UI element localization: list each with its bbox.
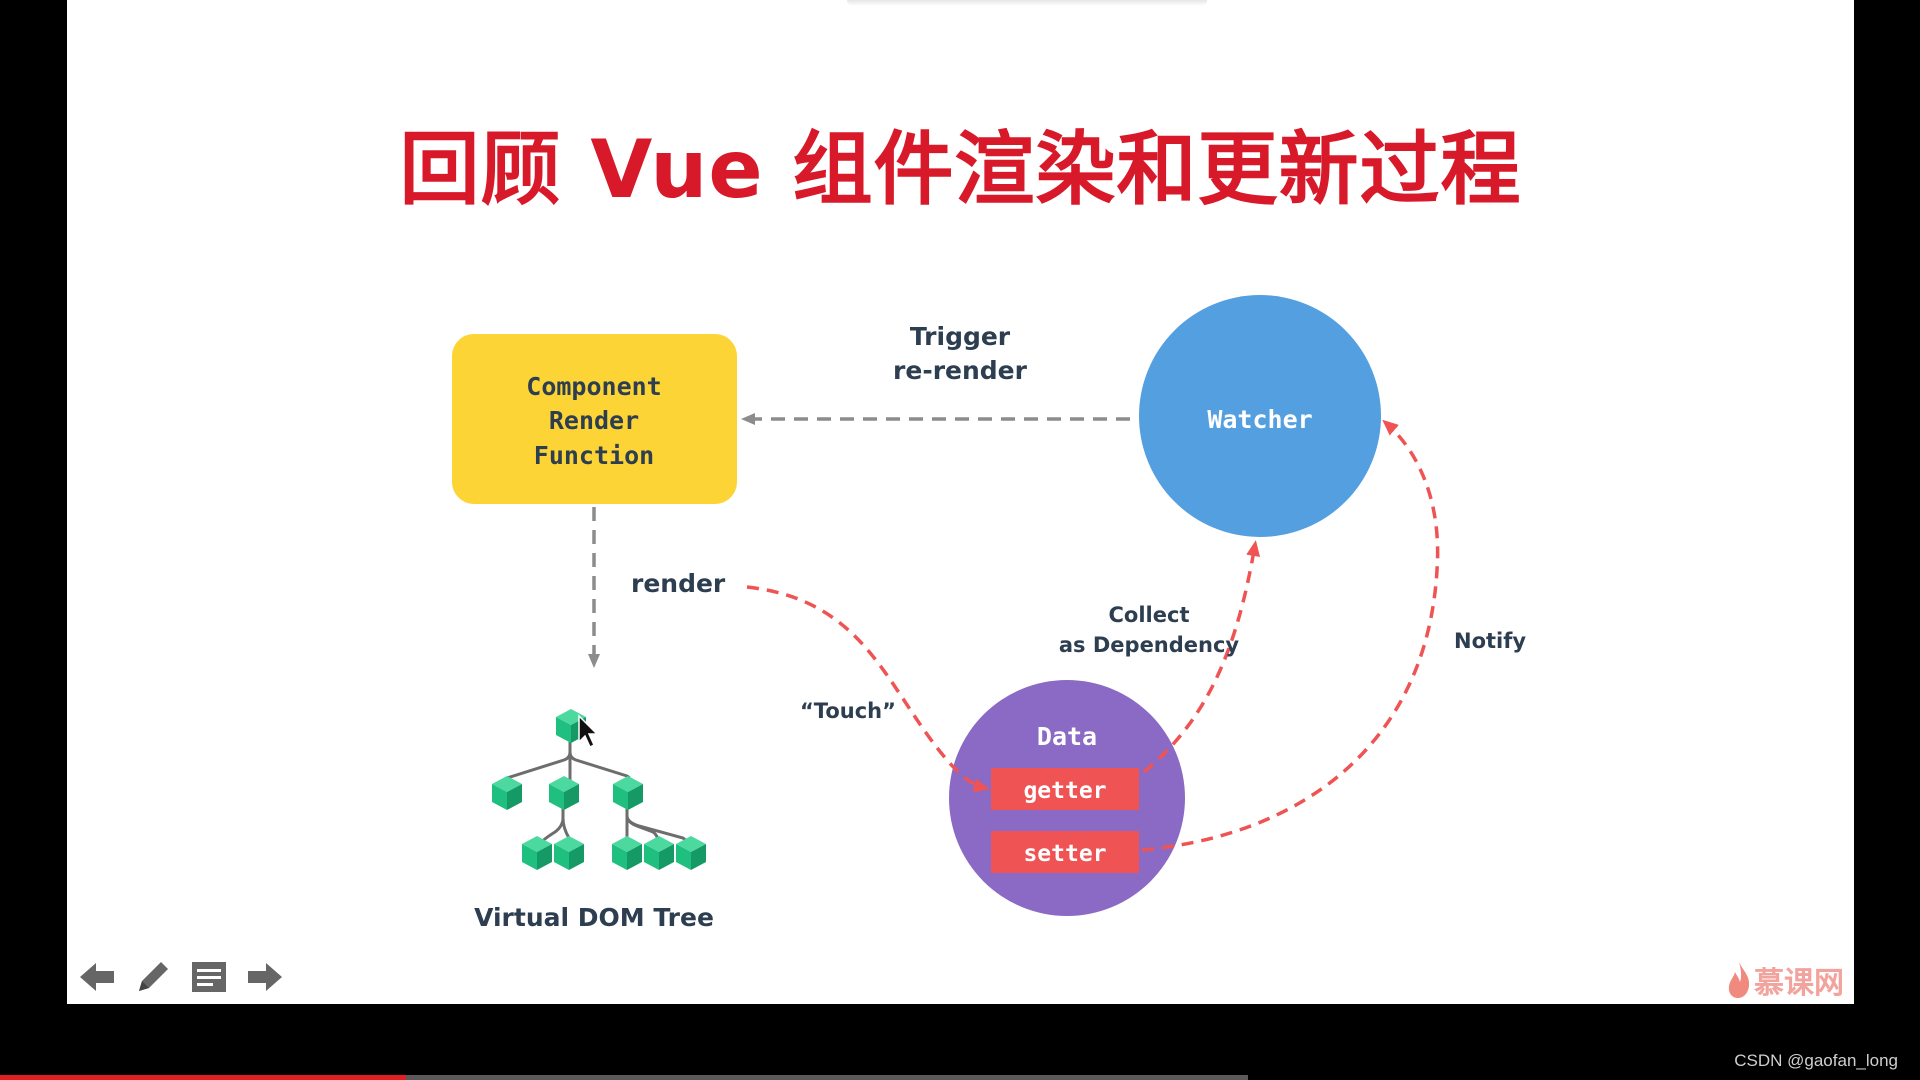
vnode-cube bbox=[676, 836, 706, 870]
notify-arrow bbox=[1141, 419, 1440, 852]
top-shadow bbox=[847, 0, 1207, 6]
slide-toolbar bbox=[77, 955, 285, 999]
render-box-line2: Render bbox=[549, 406, 639, 435]
presentation-slide: 回顾 Vue 组件渲染和更新过程 Component Render Functi… bbox=[67, 0, 1854, 1004]
vdom-tree-label: Virtual DOM Tree bbox=[474, 903, 714, 932]
watcher-node: Watcher bbox=[1139, 295, 1381, 537]
trigger-label-line2: re-render bbox=[893, 356, 1028, 385]
notes-icon[interactable] bbox=[189, 957, 229, 997]
brand-logo-text: 慕课网 bbox=[1754, 966, 1844, 1001]
vnode-cube bbox=[612, 836, 642, 870]
flame-icon bbox=[1728, 962, 1750, 998]
setter-label: setter bbox=[1023, 841, 1106, 867]
render-update-diagram: Component Render Function Watcher Data g… bbox=[452, 295, 1526, 932]
trigger-label-line1: Trigger bbox=[910, 322, 1011, 351]
getter-label: getter bbox=[1023, 778, 1106, 804]
getter-box bbox=[991, 768, 1139, 810]
vnode-cube bbox=[554, 836, 584, 870]
video-progress-fill bbox=[0, 1075, 406, 1080]
collect-label-line2: as Dependency bbox=[1059, 633, 1240, 657]
touch-label: “Touch” bbox=[800, 699, 896, 723]
data-label: Data bbox=[1037, 722, 1097, 751]
pencil-icon[interactable] bbox=[133, 957, 173, 997]
touch-arrow bbox=[746, 585, 990, 793]
arrow-left-icon[interactable] bbox=[77, 957, 117, 997]
watcher-label: Watcher bbox=[1207, 405, 1312, 434]
collect-dependency-arrow bbox=[1142, 540, 1261, 774]
watermark: CSDN @gaofan_long bbox=[1734, 1051, 1898, 1070]
collect-label-line1: Collect bbox=[1109, 603, 1190, 627]
vnode-cube bbox=[644, 836, 674, 870]
arrow-right-icon[interactable] bbox=[245, 957, 285, 997]
render-box-line1: Component bbox=[526, 372, 661, 401]
render-box-line3: Function bbox=[534, 441, 654, 470]
vnode-cube bbox=[549, 776, 579, 810]
setter-box bbox=[991, 831, 1139, 873]
slide-title: 回顾 Vue 组件渲染和更新过程 bbox=[399, 123, 1522, 216]
vnode-cube bbox=[613, 776, 643, 810]
video-progress-bar[interactable] bbox=[0, 1075, 1248, 1080]
vnode-cube bbox=[492, 776, 522, 810]
data-node: Data getter setter bbox=[949, 680, 1185, 916]
virtual-dom-tree bbox=[492, 709, 706, 870]
notify-label: Notify bbox=[1454, 629, 1526, 653]
render-function-box: Component Render Function bbox=[452, 334, 737, 504]
brand-logo: 慕课网 bbox=[1726, 958, 1844, 1002]
render-label: render bbox=[631, 569, 726, 598]
vnode-cube bbox=[522, 836, 552, 870]
mouse-cursor-icon bbox=[578, 714, 599, 749]
